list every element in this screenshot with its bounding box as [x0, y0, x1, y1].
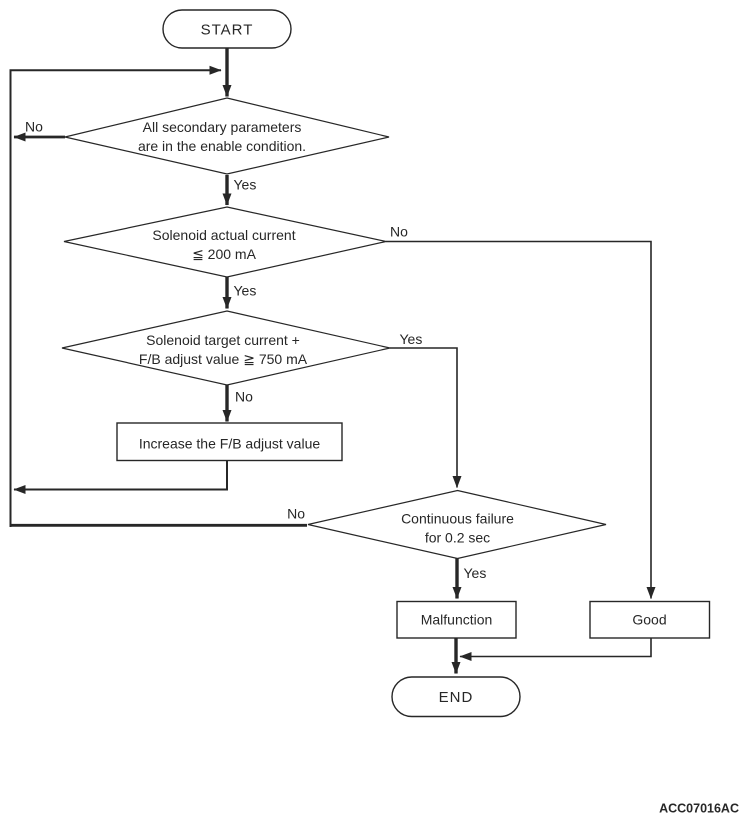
- process-malfunction-label: Malfunction: [421, 612, 493, 628]
- end-node: END: [391, 676, 521, 718]
- label-target-no: No: [235, 389, 253, 405]
- decision-failure-shape: [307, 489, 607, 560]
- label-actual-no: No: [390, 224, 408, 240]
- process-increase-shape: [116, 422, 343, 462]
- decision-enable-shape: [64, 97, 390, 175]
- label-actual-yes: Yes: [234, 283, 257, 299]
- decision-actual-line2: ≦ 200 mA: [192, 246, 257, 262]
- decision-target-line2: F/B adjust value ≧ 750 mA: [139, 351, 308, 367]
- process-good-shape: [589, 600, 711, 639]
- label-failure-no: No: [287, 506, 305, 522]
- process-good-label: Good: [632, 612, 666, 628]
- end-label: END: [439, 689, 474, 706]
- edge-actual-no: [386, 240, 656, 599]
- edge-target-yes: [390, 347, 462, 488]
- edges: [9, 47, 656, 674]
- label-enable-yes: Yes: [234, 177, 257, 193]
- process-increase-adjust: Increase the F/B adjust value: [116, 422, 343, 462]
- decision-failure-line1: Continuous failure: [401, 511, 514, 527]
- label-target-yes: Yes: [400, 331, 423, 347]
- decision-enable-condition: All secondary parameters are in the enab…: [64, 97, 390, 175]
- decision-target-shape: [61, 310, 391, 386]
- edge-good-to-end: [459, 638, 652, 661]
- process-malfunction-shape: [396, 600, 517, 639]
- decision-target-line1: Solenoid target current +: [146, 332, 300, 348]
- decision-continuous-failure: Continuous failure for 0.2 sec: [307, 489, 607, 560]
- decision-actual-line1: Solenoid actual current: [152, 227, 295, 243]
- process-increase-label: Increase the F/B adjust value: [139, 436, 321, 452]
- start-node: START: [162, 9, 292, 49]
- decision-actual-current: Solenoid actual current ≦ 200 mA: [63, 206, 387, 278]
- end-terminator-shape: [391, 676, 521, 718]
- start-terminator-shape: [162, 9, 292, 49]
- process-malfunction: Malfunction: [396, 600, 517, 639]
- label-failure-yes: Yes: [464, 565, 487, 581]
- decision-failure-line2: for 0.2 sec: [425, 530, 490, 546]
- decision-target-current: Solenoid target current + F/B adjust val…: [61, 310, 391, 386]
- figure-code: ACC07016AC: [659, 802, 739, 816]
- decision-actual-shape: [63, 206, 387, 278]
- decision-enable-line2: are in the enable condition.: [138, 138, 306, 154]
- label-enable-no: No: [25, 119, 43, 135]
- decision-enable-line1: All secondary parameters: [143, 119, 302, 135]
- process-good: Good: [589, 600, 711, 639]
- edge-increase-to-rail: [13, 460, 228, 494]
- start-label: START: [201, 22, 254, 39]
- edge-return-rail: [9, 65, 222, 527]
